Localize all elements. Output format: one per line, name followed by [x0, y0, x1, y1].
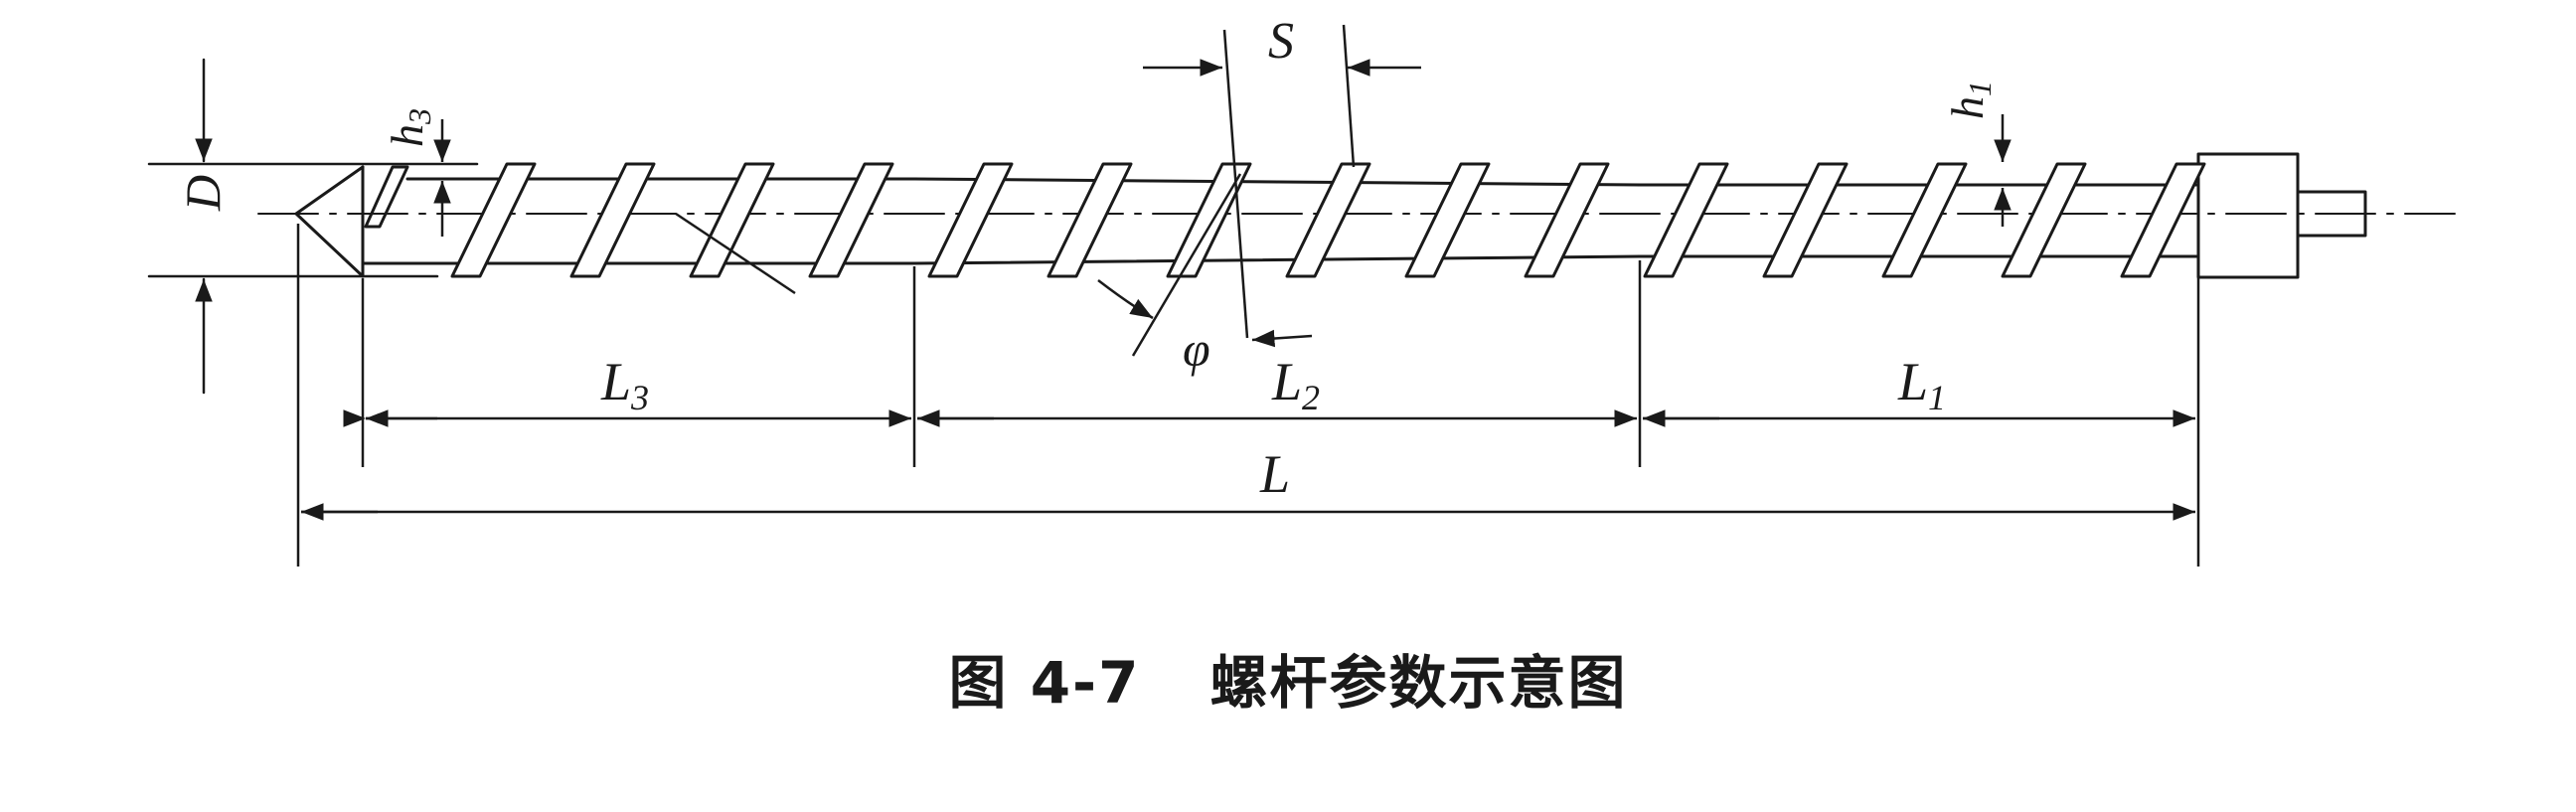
screw-flight	[569, 162, 656, 278]
tip-flight	[364, 165, 409, 229]
screw-drive-end	[2296, 190, 2367, 238]
screw-flight	[1762, 162, 1849, 278]
label-d: D	[175, 175, 231, 212]
screw-flight	[1524, 162, 1610, 278]
figure-number: 图 4-7	[948, 649, 1141, 717]
label-l2: L2	[1271, 352, 1320, 417]
label-l: L	[1259, 444, 1290, 504]
flight-leader-line	[675, 212, 796, 295]
label-h1: h1	[1942, 81, 1998, 119]
root-top-l2	[912, 177, 1642, 187]
labels: D h3 S h1 φ L3 L2 L1 L	[175, 13, 1998, 504]
phi-arc-arrow	[1097, 279, 1154, 320]
screw-flight	[1881, 162, 1968, 278]
screw-flight	[450, 162, 537, 278]
screw-flight	[1046, 162, 1133, 278]
screw-tip	[294, 165, 365, 278]
screw-shank	[2196, 152, 2300, 279]
label-phi: φ	[1183, 321, 1210, 377]
screw-flight	[1404, 162, 1491, 278]
label-l3: L3	[600, 352, 649, 417]
screw-flight	[2120, 162, 2206, 278]
phi-arc-arrow-right	[1251, 329, 1313, 348]
s-ext-right	[1342, 24, 1356, 168]
screw-flight	[1643, 162, 1729, 278]
label-l1: L1	[1897, 352, 1946, 417]
figure-caption: 图 4-7 螺杆参数示意图	[0, 636, 2576, 720]
phi-leader-line	[1131, 173, 1242, 357]
root-bottom-l2	[912, 254, 1642, 265]
label-s: S	[1268, 13, 1294, 70]
screw-flight	[689, 162, 775, 278]
screw-flight	[927, 162, 1014, 278]
screw-flight	[808, 162, 894, 278]
screw-flight	[1285, 162, 1371, 278]
label-h3: h3	[382, 108, 437, 147]
screw-flight	[2001, 162, 2087, 278]
figure-title: 螺杆参数示意图	[1209, 649, 1628, 717]
